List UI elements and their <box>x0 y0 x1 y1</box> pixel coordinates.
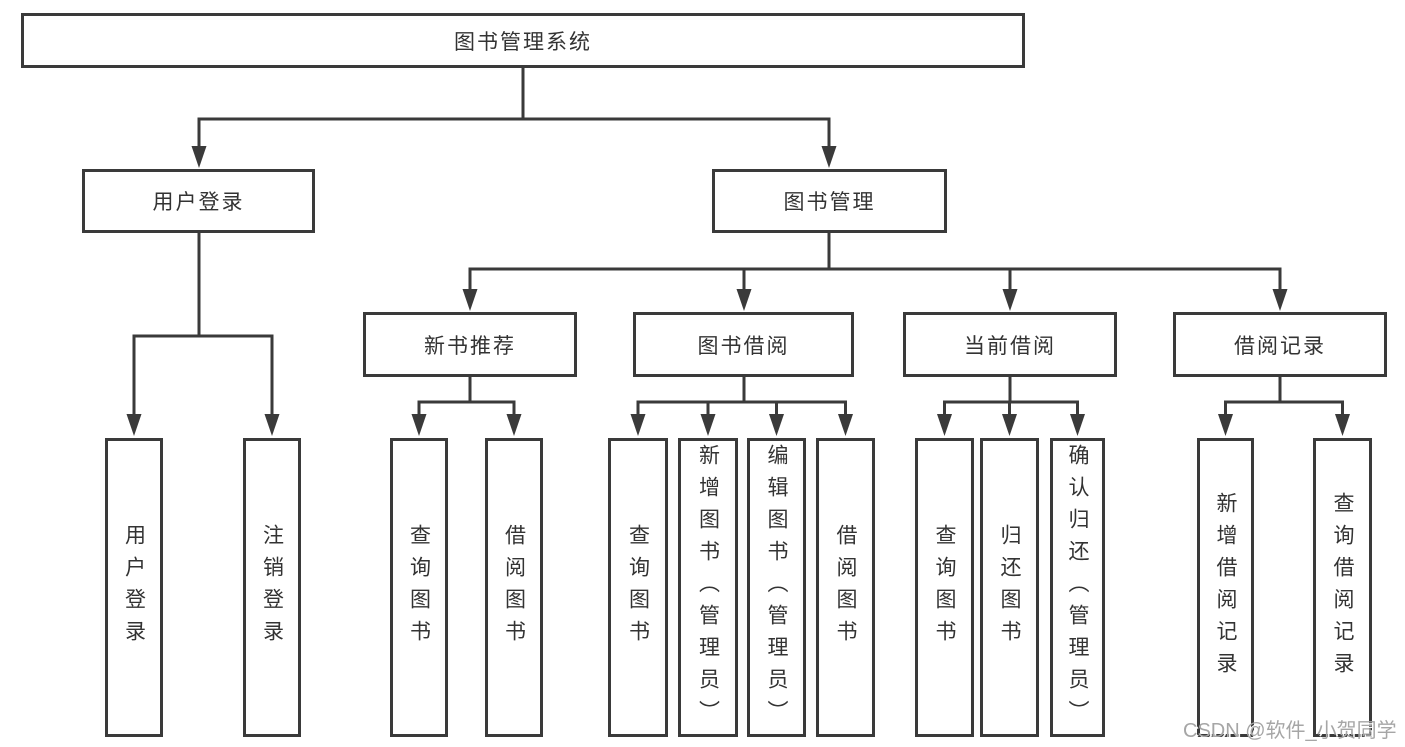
arrow-head <box>462 289 478 311</box>
node-borrow-records: 借阅记录 <box>1173 312 1387 377</box>
arrow-head <box>506 414 522 436</box>
node-book-management-branch: 图书管理 <box>712 169 947 233</box>
leaf-borrow-book-recommend: 借阅图书 <box>485 438 543 737</box>
leaf-query-book-borrow: 查询图书 <box>608 438 668 737</box>
arrow-head <box>937 414 952 436</box>
leaf-borrow-book: 借阅图书 <box>816 438 875 737</box>
node-user-login-branch: 用户登录 <box>82 169 315 233</box>
arrow-head <box>736 289 752 311</box>
leaf-return-book: 归还图书 <box>980 438 1039 737</box>
arrow-head <box>1002 289 1018 311</box>
arrow-head <box>1070 414 1085 436</box>
leaf-query-book-current: 查询图书 <box>915 438 974 737</box>
arrow-head <box>264 414 280 436</box>
arrow-head <box>838 414 853 436</box>
leaf-query-book-recommend: 查询图书 <box>390 438 448 737</box>
leaf-confirm-return-admin: 确认归还（管理员） <box>1050 438 1105 737</box>
node-current-borrow: 当前借阅 <box>903 312 1117 377</box>
arrow-head <box>126 414 142 436</box>
arrow-head <box>191 146 207 168</box>
arrow-head <box>411 414 427 436</box>
node-book-borrow: 图书借阅 <box>633 312 854 377</box>
node-new-book-recommend: 新书推荐 <box>363 312 577 377</box>
arrow-head <box>1218 414 1233 436</box>
leaf-user-login: 用户登录 <box>105 438 163 737</box>
leaf-add-borrow-record: 新增借阅记录 <box>1197 438 1254 737</box>
watermark: CSDN @软件_小贺同学 <box>1183 720 1397 742</box>
leaf-logout: 注销登录 <box>243 438 301 737</box>
arrow-head <box>1002 414 1017 436</box>
arrow-head <box>630 414 646 436</box>
arrow-head <box>1335 414 1350 436</box>
leaf-add-book-admin: 新增图书（管理员） <box>678 438 738 737</box>
leaf-edit-book-admin: 编辑图书（管理员） <box>747 438 806 737</box>
arrow-head <box>700 414 716 436</box>
arrow-head <box>769 414 784 436</box>
leaf-query-borrow-record: 查询借阅记录 <box>1313 438 1372 737</box>
arrow-head <box>821 146 837 168</box>
node-root-system: 图书管理系统 <box>21 13 1025 68</box>
arrow-head <box>1272 289 1288 311</box>
